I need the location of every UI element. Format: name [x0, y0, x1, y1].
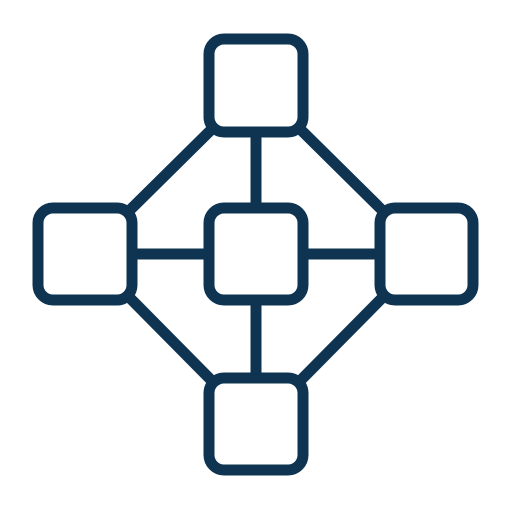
- connection-bottom-left: [120, 288, 221, 390]
- connection-bottom-right: [291, 288, 392, 390]
- nodes-group: [32, 33, 479, 476]
- node-left: [32, 202, 138, 306]
- connection-top-right: [291, 120, 392, 220]
- node-right: [374, 202, 479, 306]
- node-top: [203, 33, 309, 138]
- connection-top-left: [120, 120, 221, 220]
- node-bottom: [203, 372, 309, 476]
- node-center: [203, 202, 309, 306]
